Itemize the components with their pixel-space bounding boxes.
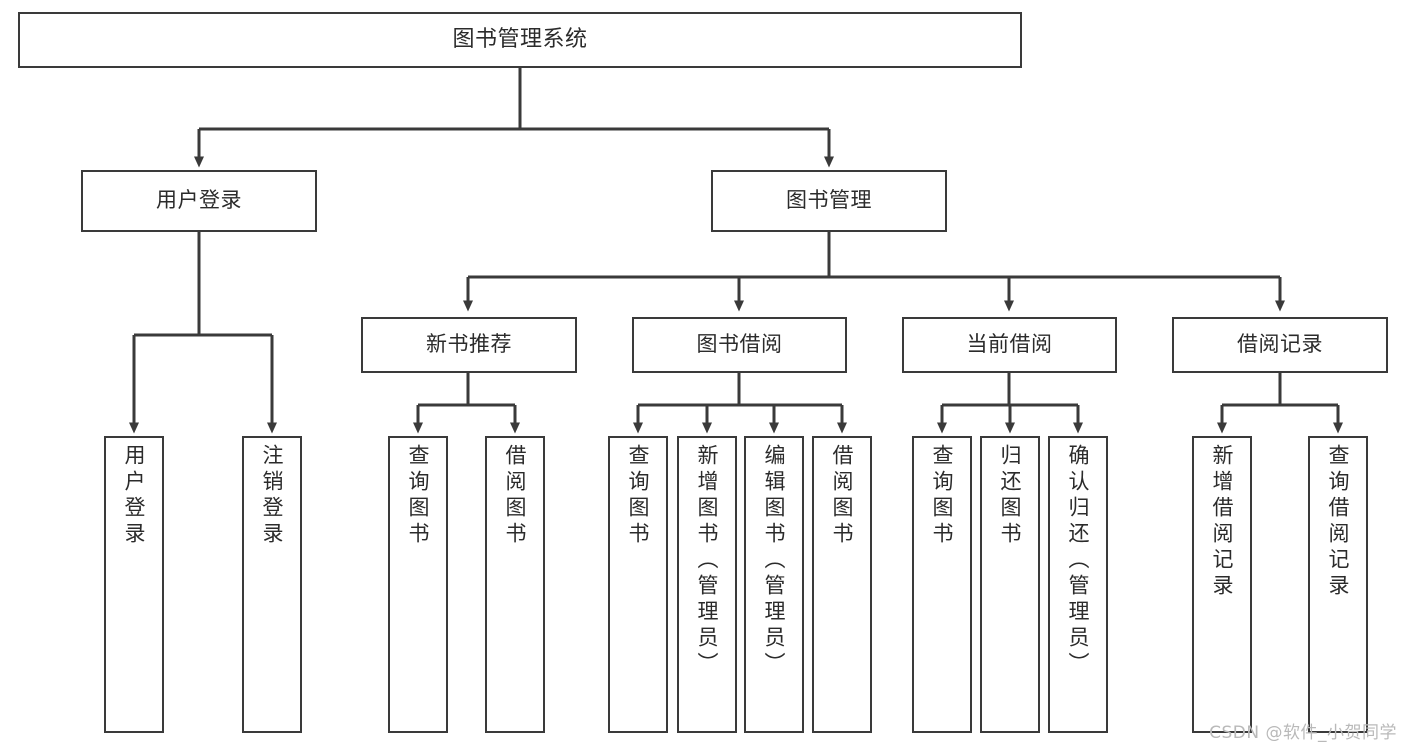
leaf-label: 查询图书 — [930, 444, 955, 548]
leaf-label: 归还图书 — [998, 444, 1023, 548]
leaf-edit-book[interactable]: 编辑图书（管理员） — [744, 436, 804, 733]
leaf-label: 新增图书（管理员） — [695, 444, 720, 678]
leaf-label: 新增借阅记录 — [1210, 444, 1235, 600]
node-root-system[interactable]: 图书管理系统 — [18, 12, 1022, 68]
node-label: 新书推荐 — [426, 332, 512, 357]
node-label: 用户登录 — [156, 188, 242, 213]
node-book-borrow[interactable]: 图书借阅 — [632, 317, 847, 373]
leaf-add-record[interactable]: 新增借阅记录 — [1192, 436, 1252, 733]
node-label: 图书管理系统 — [452, 26, 588, 52]
leaf-label: 查询借阅记录 — [1326, 444, 1351, 600]
node-label: 图书管理 — [786, 188, 872, 213]
leaf-query-book-3[interactable]: 查询图书 — [912, 436, 972, 733]
leaf-label: 查询图书 — [406, 444, 431, 548]
node-label: 借阅记录 — [1237, 332, 1323, 357]
leaf-borrow-book-1[interactable]: 借阅图书 — [485, 436, 545, 733]
node-user-login[interactable]: 用户登录 — [81, 170, 317, 232]
leaf-label: 查询图书 — [626, 444, 651, 548]
leaf-return-book[interactable]: 归还图书 — [980, 436, 1040, 733]
leaf-borrow-book-2[interactable]: 借阅图书 — [812, 436, 872, 733]
leaf-confirm-return[interactable]: 确认归还（管理员） — [1048, 436, 1108, 733]
leaf-label: 确认归还（管理员） — [1066, 444, 1091, 678]
node-borrow-record[interactable]: 借阅记录 — [1172, 317, 1388, 373]
leaf-label: 借阅图书 — [830, 444, 855, 548]
node-current-borrow[interactable]: 当前借阅 — [902, 317, 1117, 373]
leaf-label: 用户登录 — [122, 444, 147, 548]
leaf-user-login[interactable]: 用户登录 — [104, 436, 164, 733]
leaf-query-book-2[interactable]: 查询图书 — [608, 436, 668, 733]
leaf-label: 注销登录 — [260, 444, 285, 548]
node-book-management[interactable]: 图书管理 — [711, 170, 947, 232]
leaf-label: 借阅图书 — [503, 444, 528, 548]
csdn-watermark: CSDN @软件_小贺同学 — [1209, 723, 1397, 743]
leaf-query-book-1[interactable]: 查询图书 — [388, 436, 448, 733]
leaf-label: 编辑图书（管理员） — [762, 444, 787, 678]
leaf-logout-login[interactable]: 注销登录 — [242, 436, 302, 733]
node-label: 当前借阅 — [966, 332, 1053, 357]
node-new-book-recommend[interactable]: 新书推荐 — [361, 317, 577, 373]
leaf-add-book[interactable]: 新增图书（管理员） — [677, 436, 737, 733]
leaf-query-record[interactable]: 查询借阅记录 — [1308, 436, 1368, 733]
node-label: 图书借阅 — [696, 332, 783, 357]
